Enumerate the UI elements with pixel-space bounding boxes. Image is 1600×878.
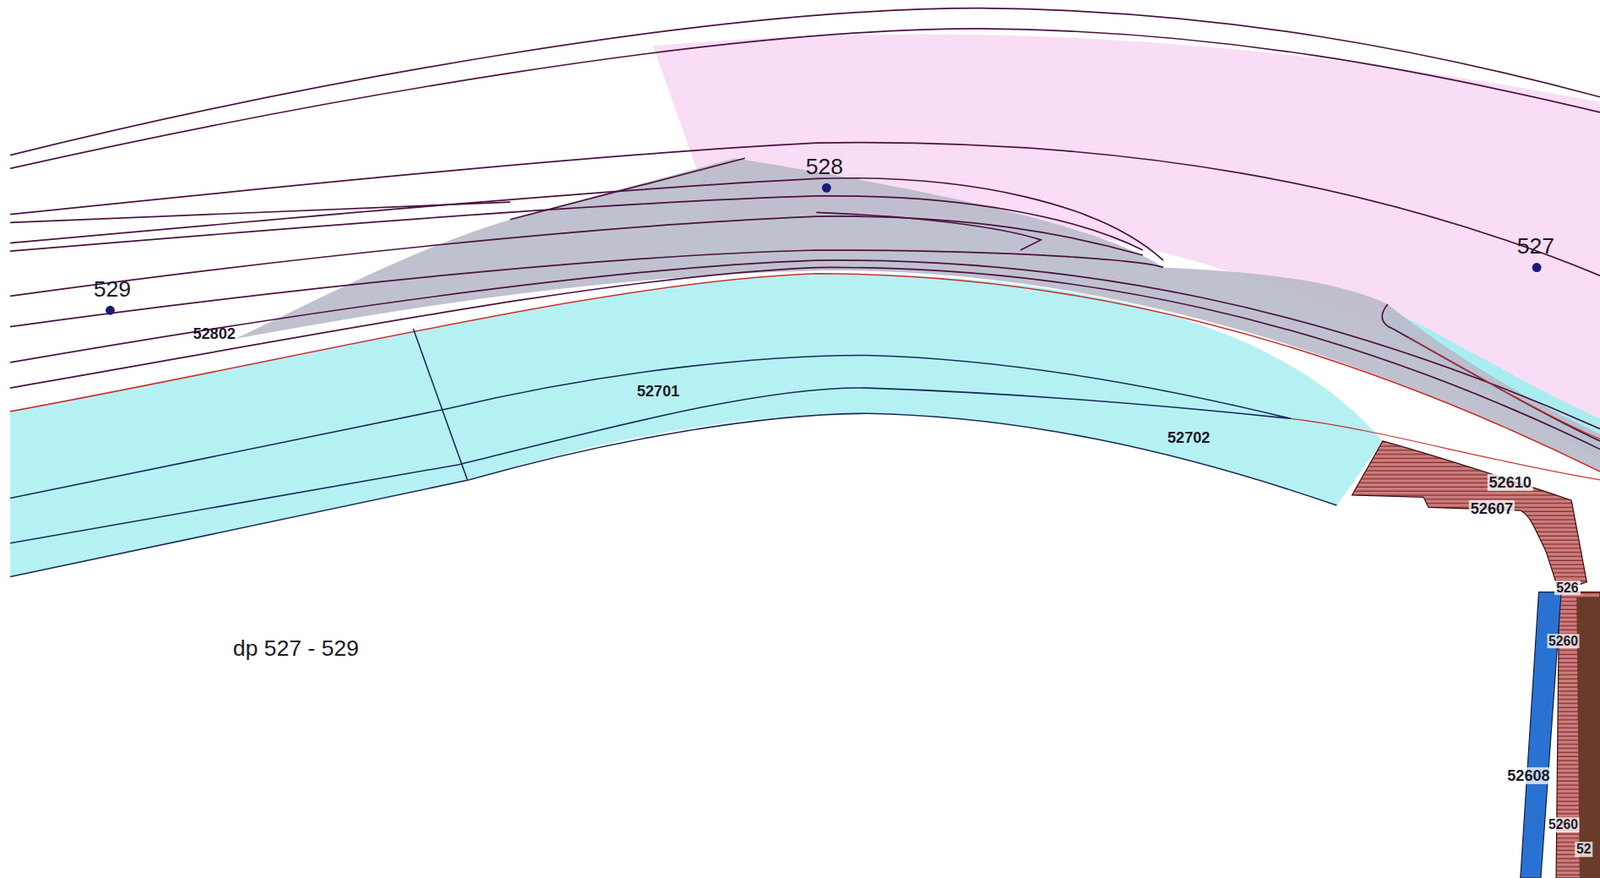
brown-strip xyxy=(1576,597,1600,878)
parcel-number: 52607 xyxy=(1469,499,1515,517)
hatched-parcel xyxy=(1351,440,1587,593)
parcel-number: 52608 xyxy=(1505,767,1552,784)
point-number: 528 xyxy=(805,155,844,179)
point-number: 529 xyxy=(93,277,131,301)
parcel-number: 526 xyxy=(1554,580,1580,596)
parcel-number: 5260 xyxy=(1546,633,1580,649)
parcel-number: 5260 xyxy=(1546,816,1580,833)
point-number: 527 xyxy=(1517,234,1555,258)
parcel-number: 52610 xyxy=(1487,473,1534,491)
parcel-number: 52802 xyxy=(192,326,235,342)
parcel-number: 52701 xyxy=(636,383,680,399)
cyan-parcel xyxy=(10,273,1383,577)
parcel-number: 52702 xyxy=(1167,429,1210,446)
parcel-number: 52 xyxy=(1574,841,1593,857)
note: dp 527 - 529 xyxy=(233,636,360,660)
